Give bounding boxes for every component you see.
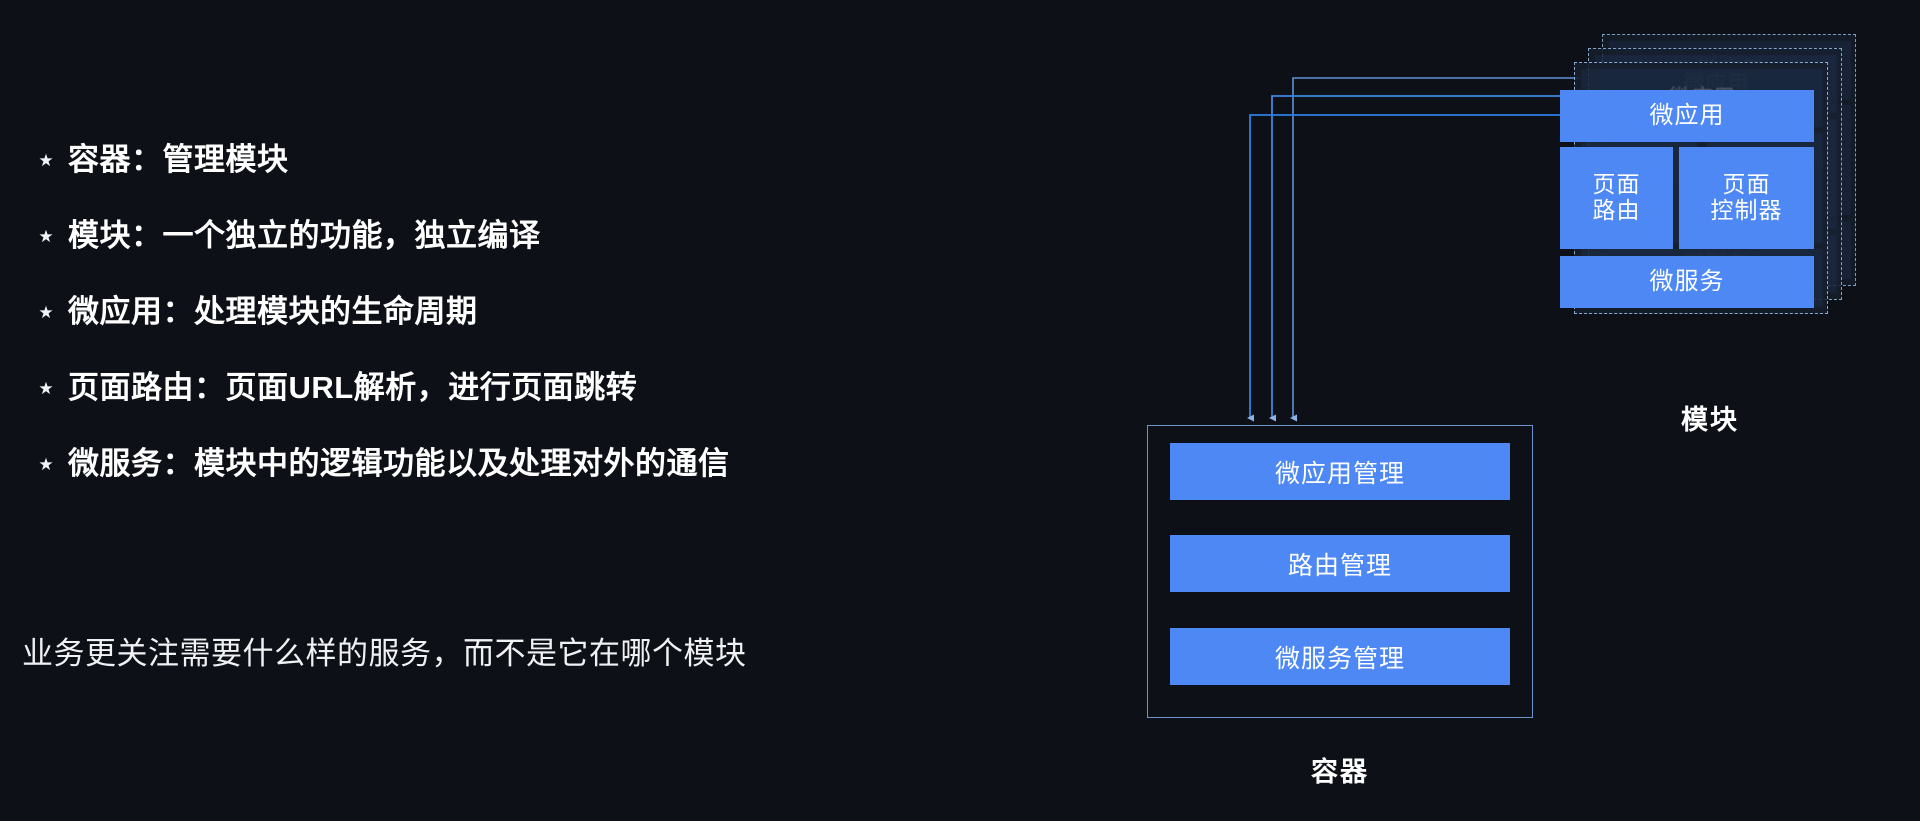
bullet-text: 容器：管理模块 xyxy=(68,141,289,177)
footnote-text: 业务更关注需要什么样的服务，而不是它在哪个模块 xyxy=(22,636,747,671)
container-label: 容器 xyxy=(1311,757,1369,787)
micro-service-management-bar: 微服务管理 xyxy=(1170,628,1510,685)
star-icon: ★ xyxy=(38,454,54,474)
micro-app-block: 微应用 xyxy=(1560,90,1814,142)
bullet-text: 页面路由：页面URL解析，进行页面跳转 xyxy=(68,369,638,405)
list-item: ★ 页面路由：页面URL解析，进行页面跳转 xyxy=(24,346,924,422)
list-item: ★ 容器：管理模块 xyxy=(24,118,924,194)
page-controller-line1: 页面 xyxy=(1722,171,1771,198)
module-label: 模块 xyxy=(1681,405,1739,435)
page-route-line1: 页面 xyxy=(1592,171,1641,198)
module-card-front: 微应用 页面 路由 页面 控制器 微服务 xyxy=(1560,90,1814,314)
architecture-diagram: 微应用 页面 控制器 微服务 微应用 页面 xyxy=(1080,0,1920,821)
micro-service-block: 微服务 xyxy=(1560,256,1814,308)
bullet-text: 微服务：模块中的逻辑功能以及处理对外的通信 xyxy=(68,445,730,481)
list-item: ★ 模块：一个独立的功能，独立编译 xyxy=(24,194,924,270)
star-icon: ★ xyxy=(38,226,54,246)
module-group: 微应用 页面 控制器 微服务 微应用 页面 xyxy=(1560,28,1920,328)
bullet-text: 模块：一个独立的功能，独立编译 xyxy=(68,217,541,253)
bullet-text: 微应用：处理模块的生命周期 xyxy=(68,293,478,329)
page-route-line2: 路由 xyxy=(1592,197,1641,223)
list-item: ★ 微应用：处理模块的生命周期 xyxy=(24,270,924,346)
star-icon: ★ xyxy=(38,150,54,170)
list-item: ★ 微服务：模块中的逻辑功能以及处理对外的通信 xyxy=(24,422,924,498)
bullet-list: ★ 容器：管理模块 ★ 模块：一个独立的功能，独立编译 ★ 微应用：处理模块的生… xyxy=(24,118,924,498)
page-controller-line2: 控制器 xyxy=(1710,197,1783,223)
page-route-block: 页面 路由 xyxy=(1560,147,1673,249)
star-icon: ★ xyxy=(38,378,54,398)
route-management-bar: 路由管理 xyxy=(1170,535,1510,592)
page-controller-block: 页面 控制器 xyxy=(1679,147,1814,249)
micro-app-management-bar: 微应用管理 xyxy=(1170,443,1510,500)
container-group: 微应用管理 路由管理 微服务管理 xyxy=(1147,425,1533,718)
star-icon: ★ xyxy=(38,302,54,322)
